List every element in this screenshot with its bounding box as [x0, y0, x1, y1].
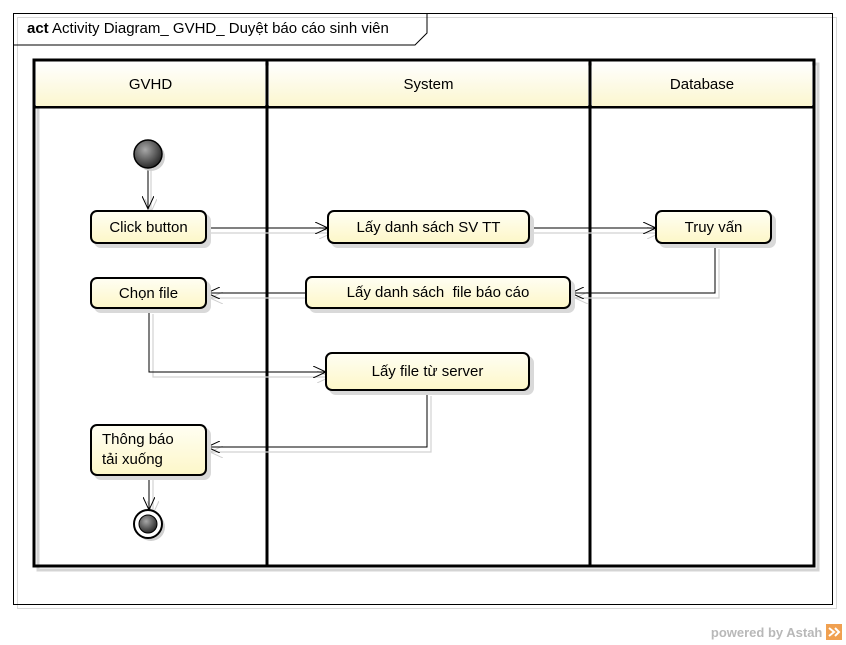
action-label-line2: tải xuống	[102, 451, 163, 468]
flow-chon-file-to-server	[148, 309, 326, 372]
action-label-line1: Thông báo	[102, 431, 174, 448]
action-thong-bao-tai-xuong[interactable]: Thông báo tải xuống	[90, 424, 207, 476]
lane-header-system: System	[269, 62, 588, 106]
flow-truy-van-to-lay-file-list	[571, 244, 716, 293]
action-click-button[interactable]: Click button	[90, 210, 207, 244]
initial-node	[133, 139, 163, 169]
action-lay-danh-sach-file[interactable]: Lấy danh sách file báo cáo	[305, 276, 571, 309]
action-label: Chọn file	[118, 284, 179, 302]
swimlane-shadow	[36, 62, 820, 572]
action-label: Lấy file từ server	[371, 363, 484, 380]
action-lay-danh-sach-sv[interactable]: Lấy danh sách SV TT	[327, 210, 530, 244]
frame-title-text: Activity Diagram_ GVHD_ Duyệt báo cáo si…	[52, 20, 389, 37]
action-lay-file-server[interactable]: Lấy file từ server	[325, 352, 530, 391]
lane-header-database: Database	[592, 62, 812, 106]
action-label: Lấy danh sách file báo cáo	[346, 284, 530, 301]
frame-keyword: act	[27, 20, 49, 37]
final-node-inner	[138, 514, 158, 534]
action-chon-file[interactable]: Chọn file	[90, 277, 207, 309]
diagram-frame: act Activity Diagram_ GVHD_ Duyệt báo cá…	[13, 13, 833, 605]
swimlane-border	[32, 58, 816, 568]
action-label: Truy vấn	[684, 218, 743, 236]
flow-server-to-thong-bao	[207, 391, 428, 447]
astah-watermark: powered by Astah	[711, 624, 842, 640]
frame-title: act Activity Diagram_ GVHD_ Duyệt báo cá…	[14, 14, 389, 44]
watermark-text: powered by Astah	[710, 625, 823, 640]
action-truy-van[interactable]: Truy vấn	[655, 210, 772, 244]
lane-header-gvhd: GVHD	[36, 62, 265, 106]
astah-logo-icon	[826, 624, 842, 640]
action-label: Lấy danh sách SV TT	[356, 218, 501, 236]
action-label: Click button	[109, 218, 188, 236]
frame-title-tab	[14, 14, 428, 46]
